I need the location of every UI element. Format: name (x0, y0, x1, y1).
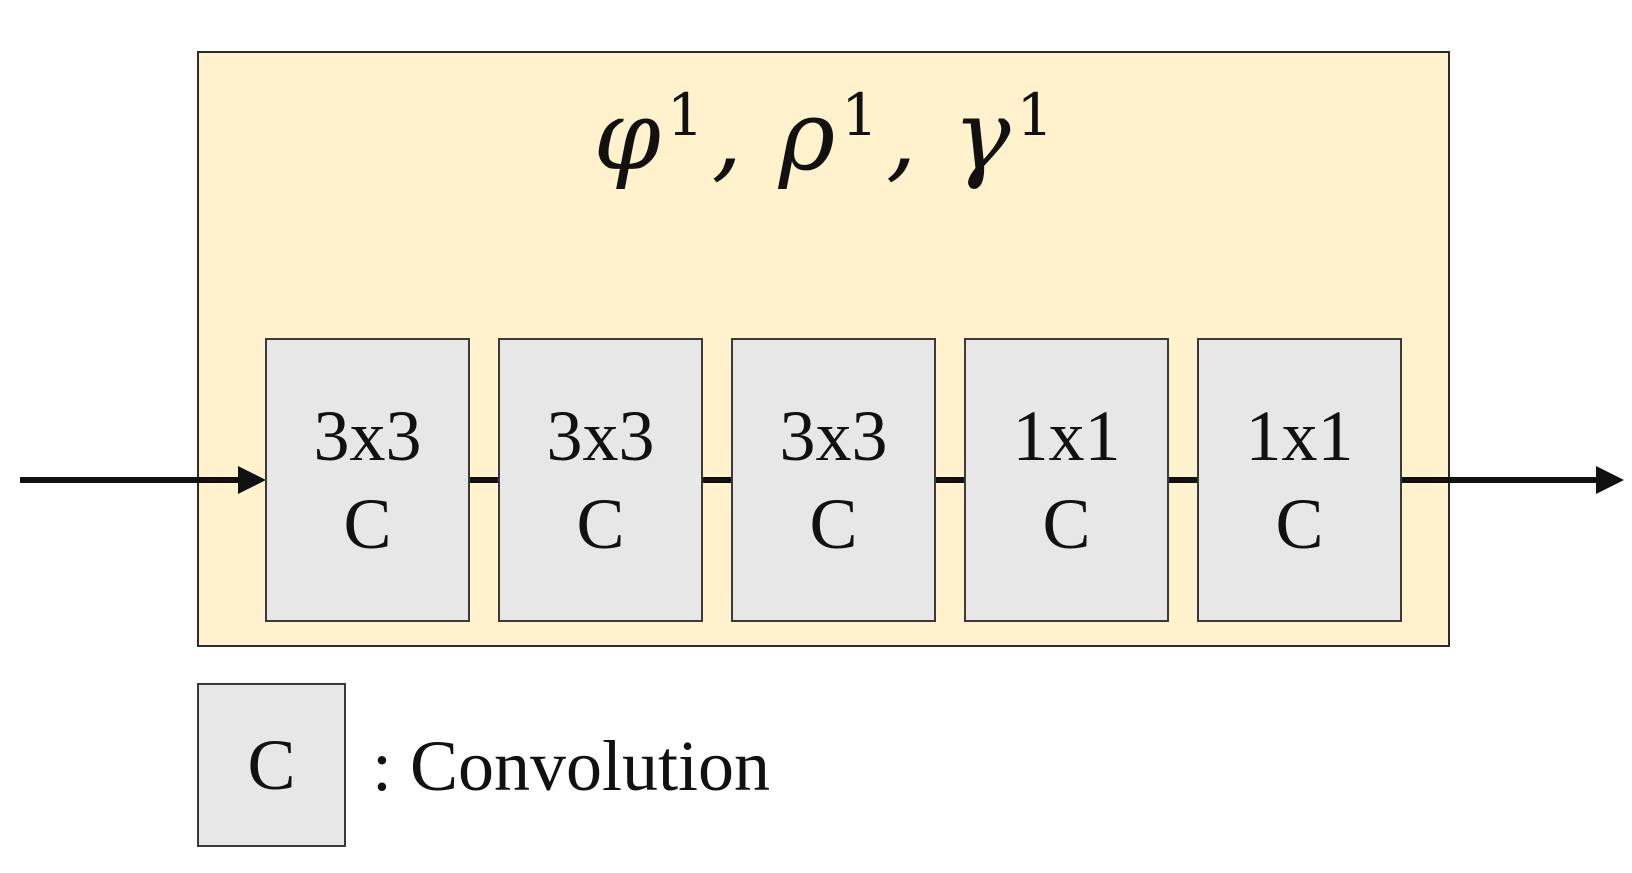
conv-block-1: 3x3 C (265, 338, 470, 622)
input-arrow-line (20, 477, 246, 483)
conv-block-size: 1x1 (1012, 396, 1121, 476)
title-separator: , (886, 80, 917, 192)
conv-block-size: 3x3 (546, 396, 655, 476)
input-arrow-head (238, 466, 266, 494)
connector-line (1169, 477, 1197, 483)
conv-block-size: 3x3 (779, 396, 888, 476)
conv-block-size: 3x3 (313, 396, 422, 476)
title-symbol-phi: φ (593, 80, 661, 192)
connector-line (936, 477, 964, 483)
conv-block-type: C (576, 484, 625, 564)
output-arrow-head (1596, 466, 1624, 494)
conv-block-type: C (1275, 484, 1324, 564)
title-superscript-gamma: 1 (1016, 81, 1054, 149)
title-symbol-gamma: γ (953, 80, 1011, 192)
conv-block-type: C (1042, 484, 1091, 564)
conv-block-4: 1x1 C (964, 338, 1169, 622)
legend-description: : Convolution (372, 726, 771, 806)
connector-line (470, 477, 498, 483)
legend-symbol-box: C (197, 683, 346, 847)
connector-line (703, 477, 731, 483)
title-superscript-rho: 1 (841, 81, 879, 149)
conv-block-size: 1x1 (1245, 396, 1354, 476)
title-superscript-phi: 1 (666, 81, 704, 149)
conv-block-type: C (809, 484, 858, 564)
conv-block-type: C (343, 484, 392, 564)
legend-symbol: C (247, 724, 296, 805)
output-arrow-line (1402, 477, 1602, 483)
conv-block-5: 1x1 C (1197, 338, 1402, 622)
title-separator: , (711, 80, 743, 192)
title-symbol-rho: ρ (778, 80, 836, 192)
conv-block-3: 3x3 C (731, 338, 936, 622)
conv-block-2: 3x3 C (498, 338, 703, 622)
